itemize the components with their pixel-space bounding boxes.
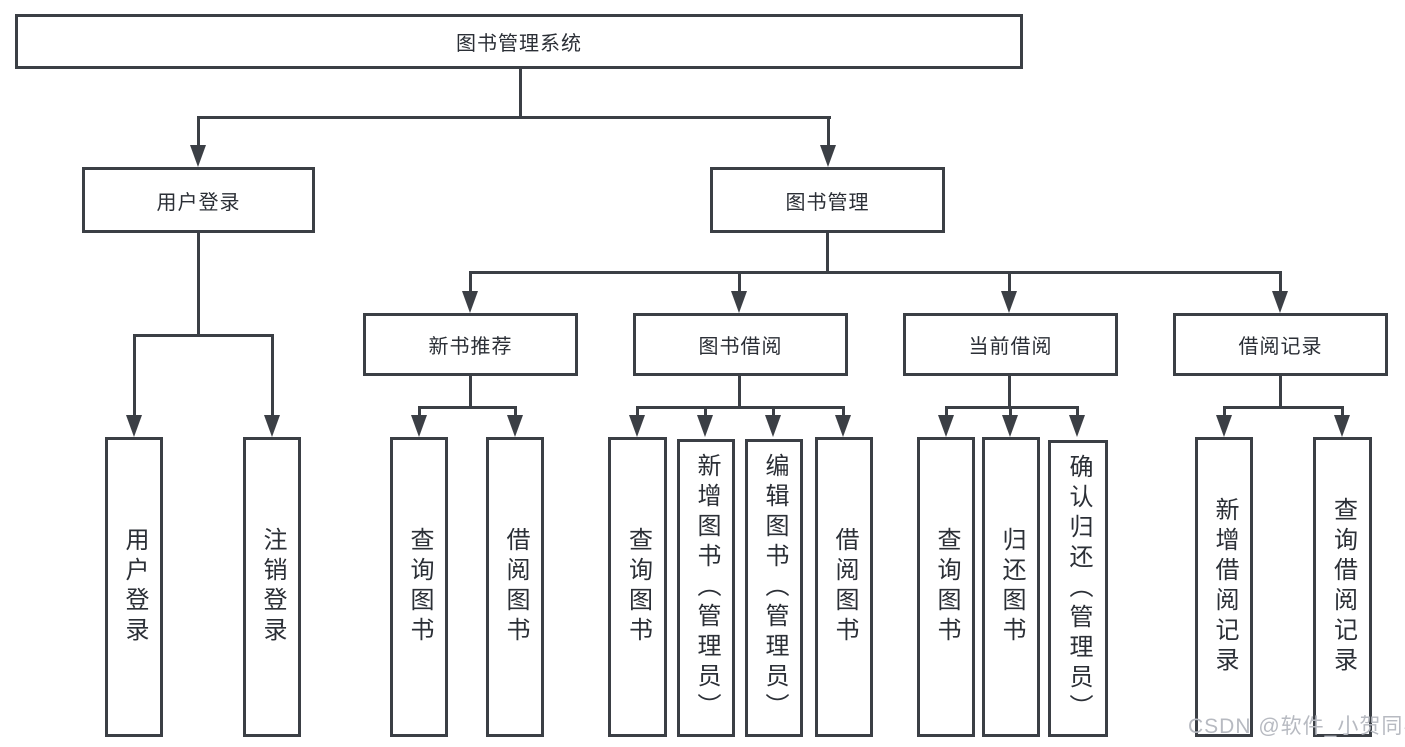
- connector-drop: [1223, 406, 1226, 420]
- arrow-to-edit-book-admin: [765, 415, 781, 437]
- leaf-confirm-return-admin: 确认归还（管理员）: [1048, 440, 1108, 737]
- connector-drop: [772, 406, 775, 420]
- connector-user-login-rail: [133, 334, 273, 337]
- leaf-query-books-2: 查询图书: [608, 437, 667, 737]
- connector-drop: [842, 406, 845, 420]
- leaf-query-borrow-record: 查询借阅记录: [1313, 437, 1372, 737]
- node-label: 新书推荐: [428, 336, 513, 358]
- connector-book-mgmt-rail: [469, 271, 1282, 274]
- node-borrow-records: 借阅记录: [1173, 313, 1388, 376]
- arrow-to-add-borrow-record: [1216, 415, 1232, 437]
- leaf-edit-book-admin: 编辑图书（管理员）: [745, 439, 803, 737]
- connector-borrow-records-stem: [1279, 375, 1282, 408]
- node-label: 新增借阅记录: [1211, 497, 1238, 677]
- leaf-query-books-1: 查询图书: [390, 437, 448, 737]
- arrow-to-borrow-books-1: [507, 415, 523, 437]
- connector-drop: [1009, 406, 1012, 420]
- connector-current-borrow-rail: [945, 406, 1079, 409]
- arrow-to-book-management: [820, 145, 836, 167]
- arrow-to-current-borrow: [1001, 291, 1017, 313]
- node-current-borrow: 当前借阅: [903, 313, 1118, 376]
- node-user-login: 用户登录: [82, 167, 315, 233]
- leaf-add-borrow-record: 新增借阅记录: [1195, 437, 1253, 737]
- connector-drop: [636, 406, 639, 420]
- connector-root-stem: [519, 68, 522, 118]
- node-label: 查询图书: [406, 527, 433, 647]
- node-label: 图书管理: [785, 191, 870, 214]
- connector-new-book-stem: [469, 375, 472, 408]
- node-library-management-system: 图书管理系统: [15, 14, 1023, 69]
- connector-book-borrow-stem: [738, 375, 741, 408]
- node-label: 当前借阅: [968, 336, 1053, 358]
- arrow-to-user-login: [190, 145, 206, 167]
- connector-root-drop-right: [827, 116, 830, 150]
- node-label: 查询图书: [624, 527, 652, 647]
- node-book-borrow: 图书借阅: [633, 313, 848, 376]
- arrow-to-leaf-user-login: [126, 415, 142, 437]
- connector-drop: [514, 406, 517, 420]
- node-label: 注销登录: [259, 527, 286, 647]
- connector-drop-new-book: [469, 271, 472, 294]
- connector-drop-borrow-records: [1279, 271, 1282, 294]
- leaf-return-books: 归还图书: [982, 437, 1040, 737]
- node-label: 用户登录: [156, 191, 241, 214]
- node-label: 借阅图书: [831, 527, 858, 647]
- connector-current-borrow-stem: [1008, 375, 1011, 408]
- connector-book-borrow-rail: [636, 406, 845, 409]
- node-label: 用户登录: [121, 527, 148, 647]
- arrow-to-return-books: [1002, 415, 1018, 437]
- connector-user-login-drop-right: [271, 334, 274, 420]
- leaf-query-books-3: 查询图书: [917, 437, 975, 737]
- node-label: 图书借阅: [698, 336, 783, 358]
- arrow-to-query-borrow-record: [1334, 415, 1350, 437]
- connector-borrow-records-rail: [1223, 406, 1344, 409]
- csdn-watermark: CSDN @软件_小贺同学: [1188, 715, 1405, 738]
- arrow-to-book-borrow: [731, 291, 747, 313]
- node-label: 确认归还（管理员）: [1065, 453, 1092, 724]
- connector-drop: [1341, 406, 1344, 420]
- node-label: 借阅记录: [1238, 336, 1323, 358]
- connector-new-book-rail: [418, 406, 517, 409]
- connector-drop-book-borrow: [738, 271, 741, 294]
- connector-book-mgmt-stem: [826, 232, 829, 274]
- arrow-to-query-books-3: [938, 415, 954, 437]
- node-label: 查询借阅记录: [1329, 497, 1357, 677]
- node-label: 编辑图书（管理员）: [761, 453, 788, 723]
- leaf-borrow-books-1: 借阅图书: [486, 437, 544, 737]
- arrow-to-borrow-records: [1272, 291, 1288, 313]
- connector-drop-current-borrow: [1008, 271, 1011, 294]
- connector-root-rail: [197, 116, 831, 119]
- node-book-management: 图书管理: [710, 167, 945, 233]
- node-label: 归还图书: [998, 527, 1025, 647]
- connector-drop: [1076, 406, 1079, 420]
- arrow-to-query-books-1: [411, 415, 427, 437]
- arrow-to-confirm-return-admin: [1069, 415, 1085, 437]
- node-label: 借阅图书: [502, 527, 529, 647]
- arrow-to-query-books-2: [629, 415, 645, 437]
- node-label: 图书管理系统: [456, 33, 582, 55]
- connector-drop: [418, 406, 421, 420]
- connector-root-drop-left: [197, 116, 200, 150]
- node-new-book-recommend: 新书推荐: [363, 313, 578, 376]
- arrow-to-add-book-admin: [697, 415, 713, 437]
- connector-drop: [945, 406, 948, 420]
- arrow-to-new-book-recommend: [462, 291, 478, 313]
- leaf-logout: 注销登录: [243, 437, 301, 737]
- leaf-add-book-admin: 新增图书（管理员）: [677, 439, 735, 737]
- connector-user-login-drop-left: [133, 334, 136, 420]
- leaf-borrow-books-2: 借阅图书: [815, 437, 873, 737]
- connector-user-login-stem: [197, 232, 200, 336]
- node-label: 查询图书: [933, 527, 960, 647]
- connector-drop: [704, 406, 707, 420]
- leaf-user-login: 用户登录: [105, 437, 163, 737]
- arrow-to-borrow-books-2: [835, 415, 851, 437]
- arrow-to-leaf-logout: [264, 415, 280, 437]
- node-label: 新增图书（管理员）: [693, 453, 720, 723]
